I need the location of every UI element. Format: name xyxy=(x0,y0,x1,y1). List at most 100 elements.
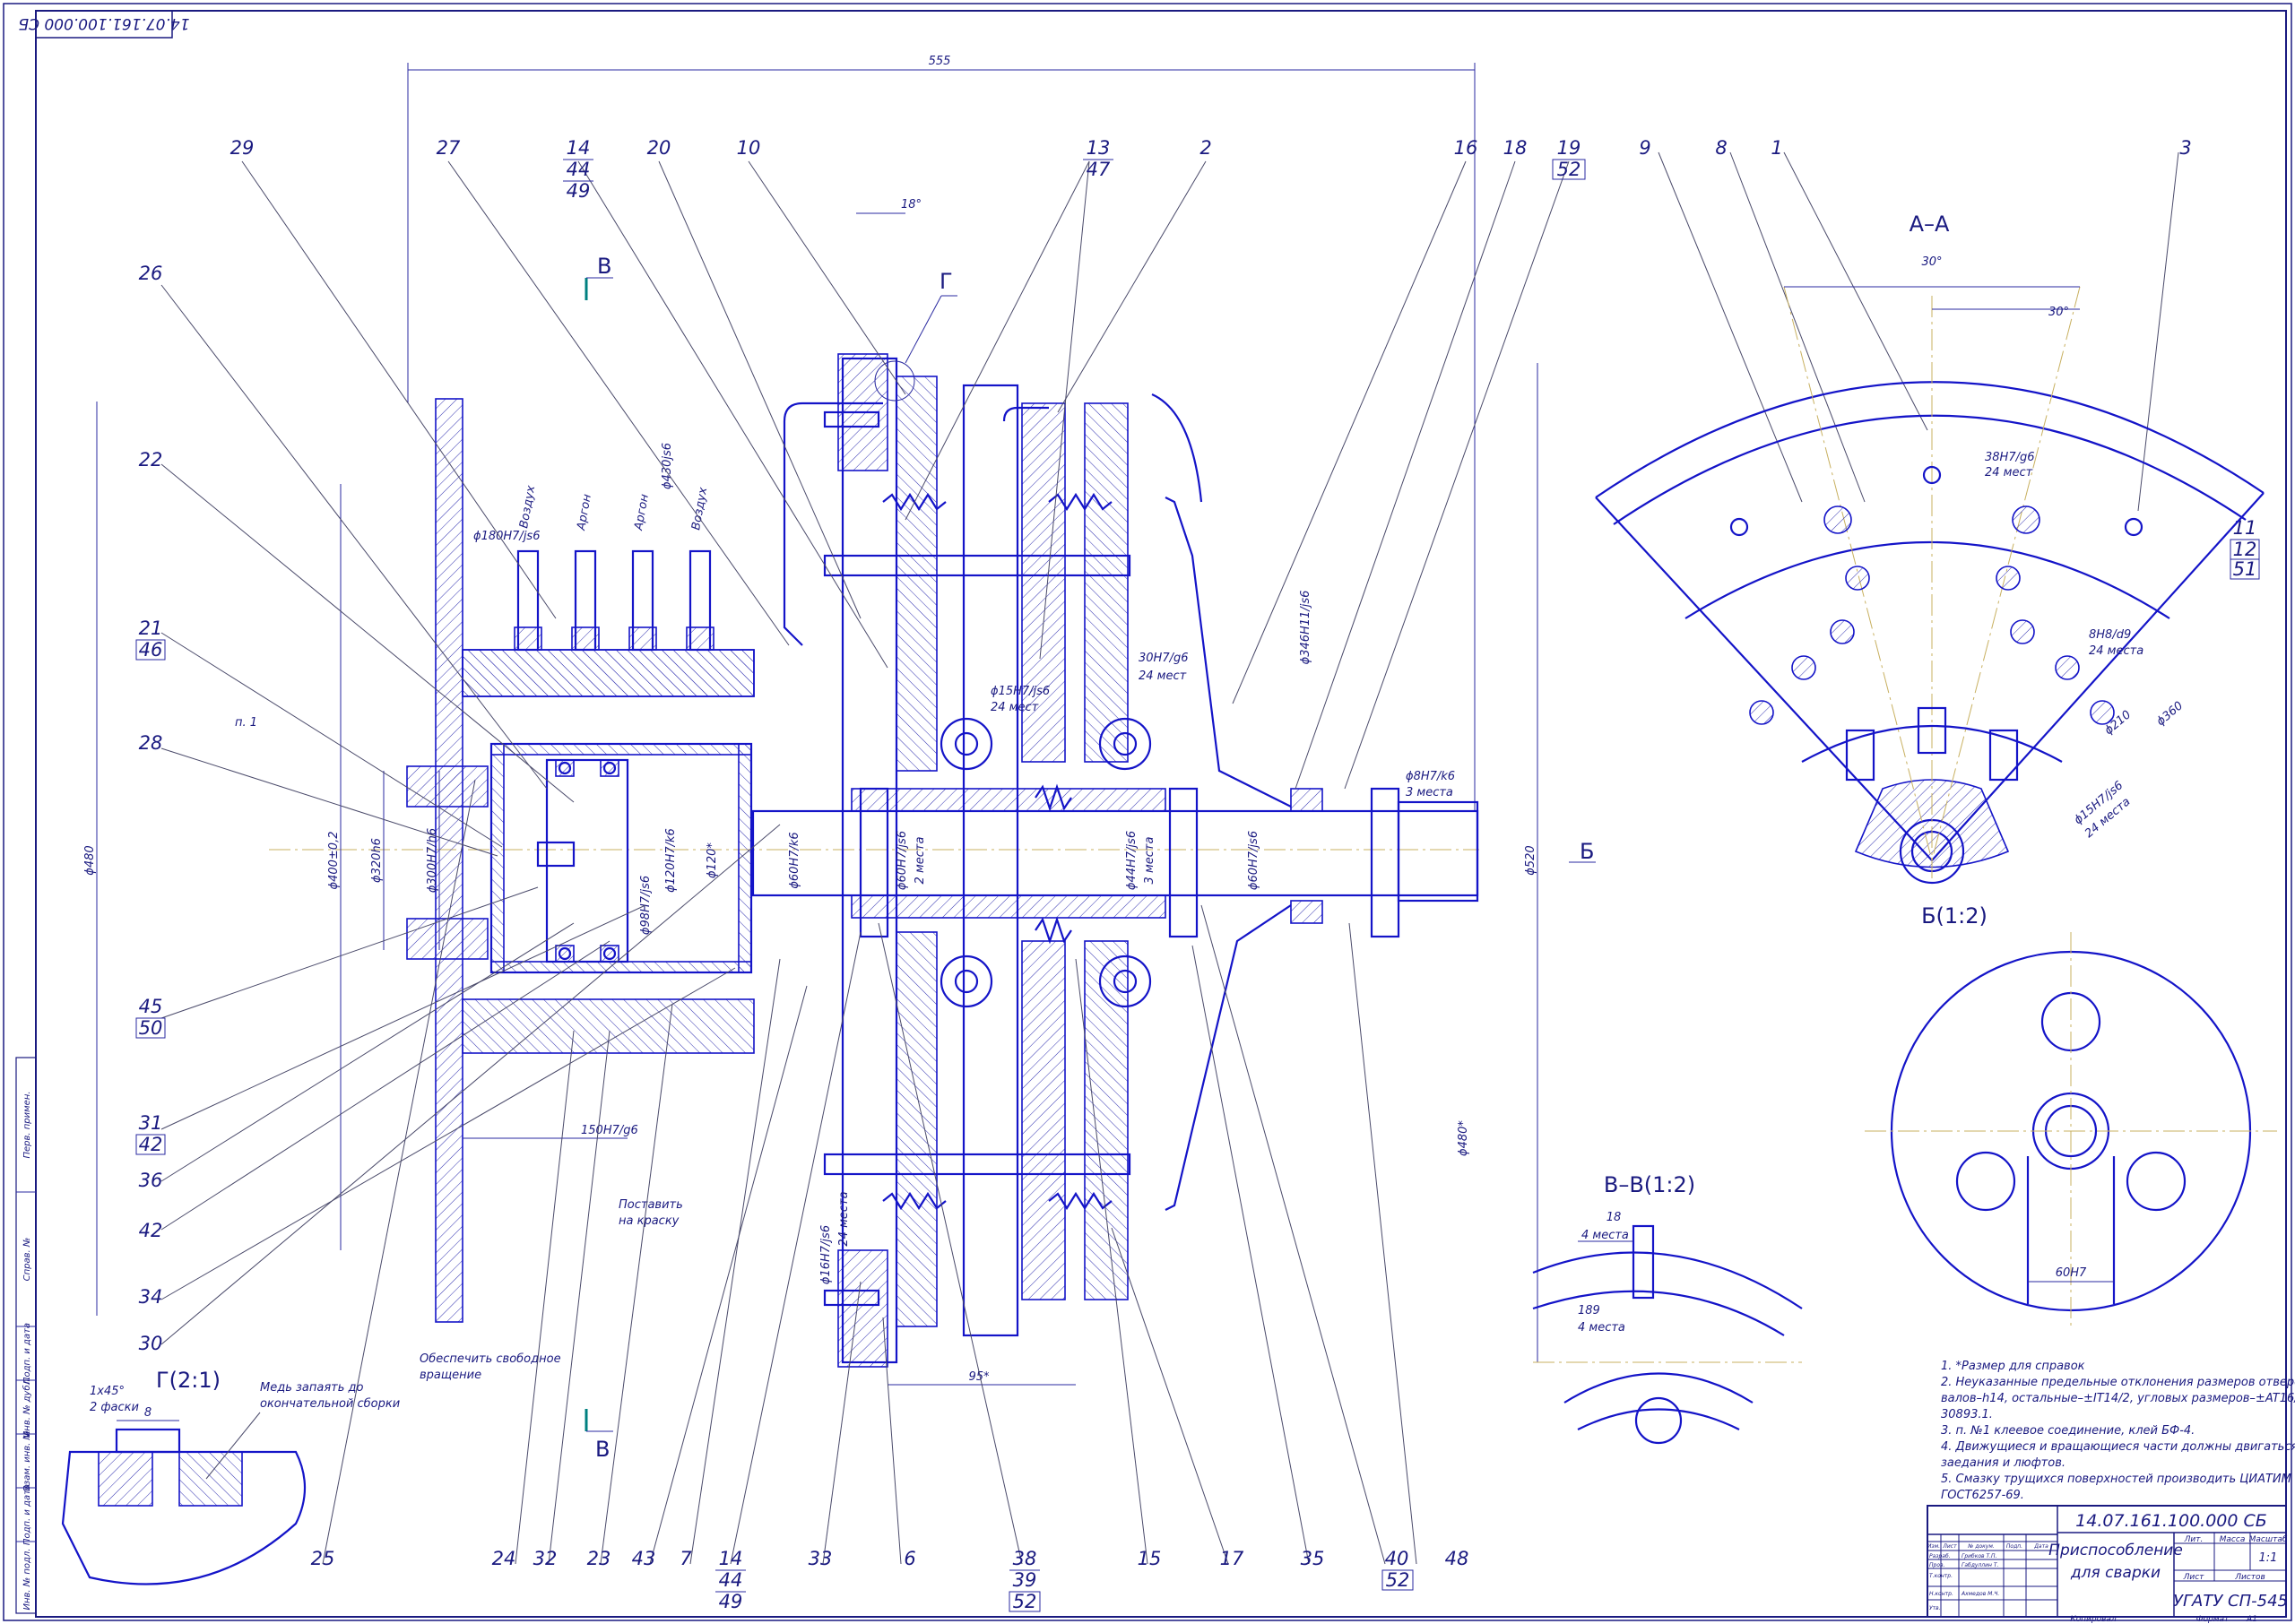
callout-leaders xyxy=(160,151,2179,1565)
callout-48: 48 xyxy=(1445,1548,1469,1569)
strip-first-use: Перв. примен. xyxy=(22,1091,32,1158)
strip-ref-no: Справ. № xyxy=(22,1238,32,1282)
callout-7: 7 xyxy=(680,1548,692,1569)
tb-format: Формат xyxy=(2196,1615,2230,1624)
callout-25: 25 xyxy=(311,1548,335,1569)
callout-43: 43 xyxy=(632,1548,656,1569)
dim-d60c: ϕ60H7/js6 xyxy=(1247,831,1260,890)
note-copper-2: окончательной сборки xyxy=(260,1397,400,1411)
dim-d44-places: 3 места xyxy=(1143,837,1156,885)
dim-d400: ϕ400±0,2 xyxy=(327,832,341,890)
section-vv: В–В(1:2) 18 4 места 189 4 места xyxy=(1532,1172,1803,1445)
tb-scale: Масштаб xyxy=(2249,1535,2288,1544)
sheet-inner-frame xyxy=(35,10,2287,1618)
callout-35: 35 xyxy=(1301,1548,1325,1569)
title-block: 14.07.161.100.000 СБ Приспособление для … xyxy=(1927,1505,2288,1624)
b-dim-60: 60H7 xyxy=(2056,1266,2087,1280)
req-line-1: 1. *Размер для справок xyxy=(1941,1360,2085,1373)
dim-d8: ϕ8H7/k6 xyxy=(1406,770,1455,783)
tb-sheets: Листов xyxy=(2234,1573,2265,1582)
callout-9: 9 xyxy=(1639,137,1650,159)
note-free-rotation: Обеспечить свободное xyxy=(420,1352,561,1366)
main-section-view: 555 xyxy=(83,55,1596,1462)
tb-row-izm: Изм. xyxy=(1927,1543,1940,1550)
vv-dim-18-places: 4 места xyxy=(1581,1229,1629,1242)
dim-d60b-places: 2 места xyxy=(914,837,927,885)
cut-mark-v-bottom: В xyxy=(595,1437,610,1462)
callout-36: 36 xyxy=(139,1170,163,1191)
callout-14: 14 xyxy=(567,137,591,159)
dim-d30: 30H7/g6 xyxy=(1139,652,1189,665)
dim-d16-places: 24 места xyxy=(837,1191,851,1246)
g-dim-chamfer-places: 2 фаски xyxy=(90,1401,139,1414)
note-paint: Поставить xyxy=(619,1198,683,1212)
callout-11: 11 xyxy=(2233,517,2257,539)
dim-d120b: ϕ120* xyxy=(706,842,719,878)
callout-19: 19 xyxy=(1557,137,1581,159)
callouts-bottom: 25 24 32 23 43 7 14 44 49 33 6 38 39 52 … xyxy=(311,1548,1469,1612)
callout-45: 45 xyxy=(139,996,163,1017)
tb-role-tcontrol: Т.контр. xyxy=(1929,1573,1953,1579)
tb-name-1: Приспособление xyxy=(2048,1542,2183,1559)
callout-30: 30 xyxy=(139,1333,163,1354)
callout-10: 10 xyxy=(737,137,761,159)
dim-d520: ϕ520 xyxy=(1524,845,1537,875)
callout-46: 46 xyxy=(139,639,163,661)
tb-role-dev: Разраб. xyxy=(1929,1553,1951,1559)
vv-dim-189-places: 4 места xyxy=(1578,1321,1625,1335)
top-stamp-code: 14.07.161.100.000 СБ xyxy=(18,14,189,32)
strip-replace-inv: Взам. инв. № xyxy=(22,1430,32,1491)
gas-fittings xyxy=(514,549,714,652)
label-argon-2: Аргон xyxy=(632,493,652,532)
strip-inv-dup: Инв. № дубл. xyxy=(22,1377,32,1438)
dim-d16: ϕ16H7/js6 xyxy=(819,1225,833,1284)
callout-47: 47 xyxy=(1087,159,1111,180)
callout-39: 39 xyxy=(1013,1569,1037,1591)
dim-d320: ϕ320h6 xyxy=(370,838,384,883)
req-line-3: валов–h14, остальные–±IT14/2, угловых ра… xyxy=(1941,1392,2295,1405)
tb-role-ncontrol: Н.контр. xyxy=(1929,1591,1953,1597)
req-line-9: ГОСТ6257-69. xyxy=(1941,1489,2024,1502)
aa-dim-30b: 30° xyxy=(2048,306,2069,319)
tb-lit: Лит. xyxy=(2184,1535,2204,1544)
cut-mark-b: Б xyxy=(1580,839,1594,864)
tb-person-3: Ахмедов М.Ч. xyxy=(1961,1591,1999,1597)
view-title-g: Г(2:1) xyxy=(156,1368,221,1393)
aa-dim-360: ϕ360 xyxy=(2154,699,2186,729)
req-line-4: 30893.1. xyxy=(1941,1408,1993,1421)
dim-angle-18: 18° xyxy=(901,198,922,212)
view-title-b: Б(1:2) xyxy=(1921,903,1988,929)
callout-52b: 52 xyxy=(1013,1591,1037,1612)
note-copper: Медь запаять до xyxy=(260,1381,364,1395)
callout-29: 29 xyxy=(230,137,255,159)
dim-d15a-places: 24 мест xyxy=(991,701,1039,714)
section-aa: А–А 30° 30° 38H7/g6 24 мест 8H xyxy=(1595,212,2265,885)
req-line-6: 4. Движущиеся и вращающиеся части должны… xyxy=(1941,1440,2295,1454)
callout-22: 22 xyxy=(139,449,163,471)
note-free-rotation-2: вращение xyxy=(420,1369,481,1382)
callout-42a: 42 xyxy=(139,1134,163,1155)
tb-sheet: Лист xyxy=(2183,1573,2205,1582)
req-line-5: 3. п. №1 клеевое соединение, клей БФ-4. xyxy=(1941,1424,2195,1438)
tb-copied: Копировал xyxy=(2070,1615,2117,1624)
aa-dim-38-places: 24 мест xyxy=(1985,466,2033,479)
callout-42b: 42 xyxy=(139,1220,163,1241)
view-title-aa: А–А xyxy=(1910,212,1950,237)
callout-44b: 44 xyxy=(719,1569,743,1591)
callout-17: 17 xyxy=(1220,1548,1244,1569)
callout-12: 12 xyxy=(2233,539,2257,560)
callout-3: 3 xyxy=(2179,137,2191,159)
tech-requirements: 1. *Размер для справок 2. Неуказанные пр… xyxy=(1941,1360,2295,1502)
tb-row-sign: Подп. xyxy=(2006,1543,2022,1550)
callout-23: 23 xyxy=(587,1548,611,1569)
tb-name-2: для сварки xyxy=(2070,1564,2161,1582)
vv-dim-189: 189 xyxy=(1578,1304,1600,1317)
tb-code: 14.07.161.100.000 СБ xyxy=(2075,1511,2267,1531)
tb-row-list: Лист xyxy=(1942,1543,1957,1550)
dim-d30-places: 24 мест xyxy=(1139,669,1187,683)
tb-person-1: Грибков Т.П. xyxy=(1962,1553,1997,1559)
callout-33: 33 xyxy=(809,1548,833,1569)
callout-2: 2 xyxy=(1199,137,1211,159)
tb-row-date: Дата xyxy=(2033,1543,2048,1550)
